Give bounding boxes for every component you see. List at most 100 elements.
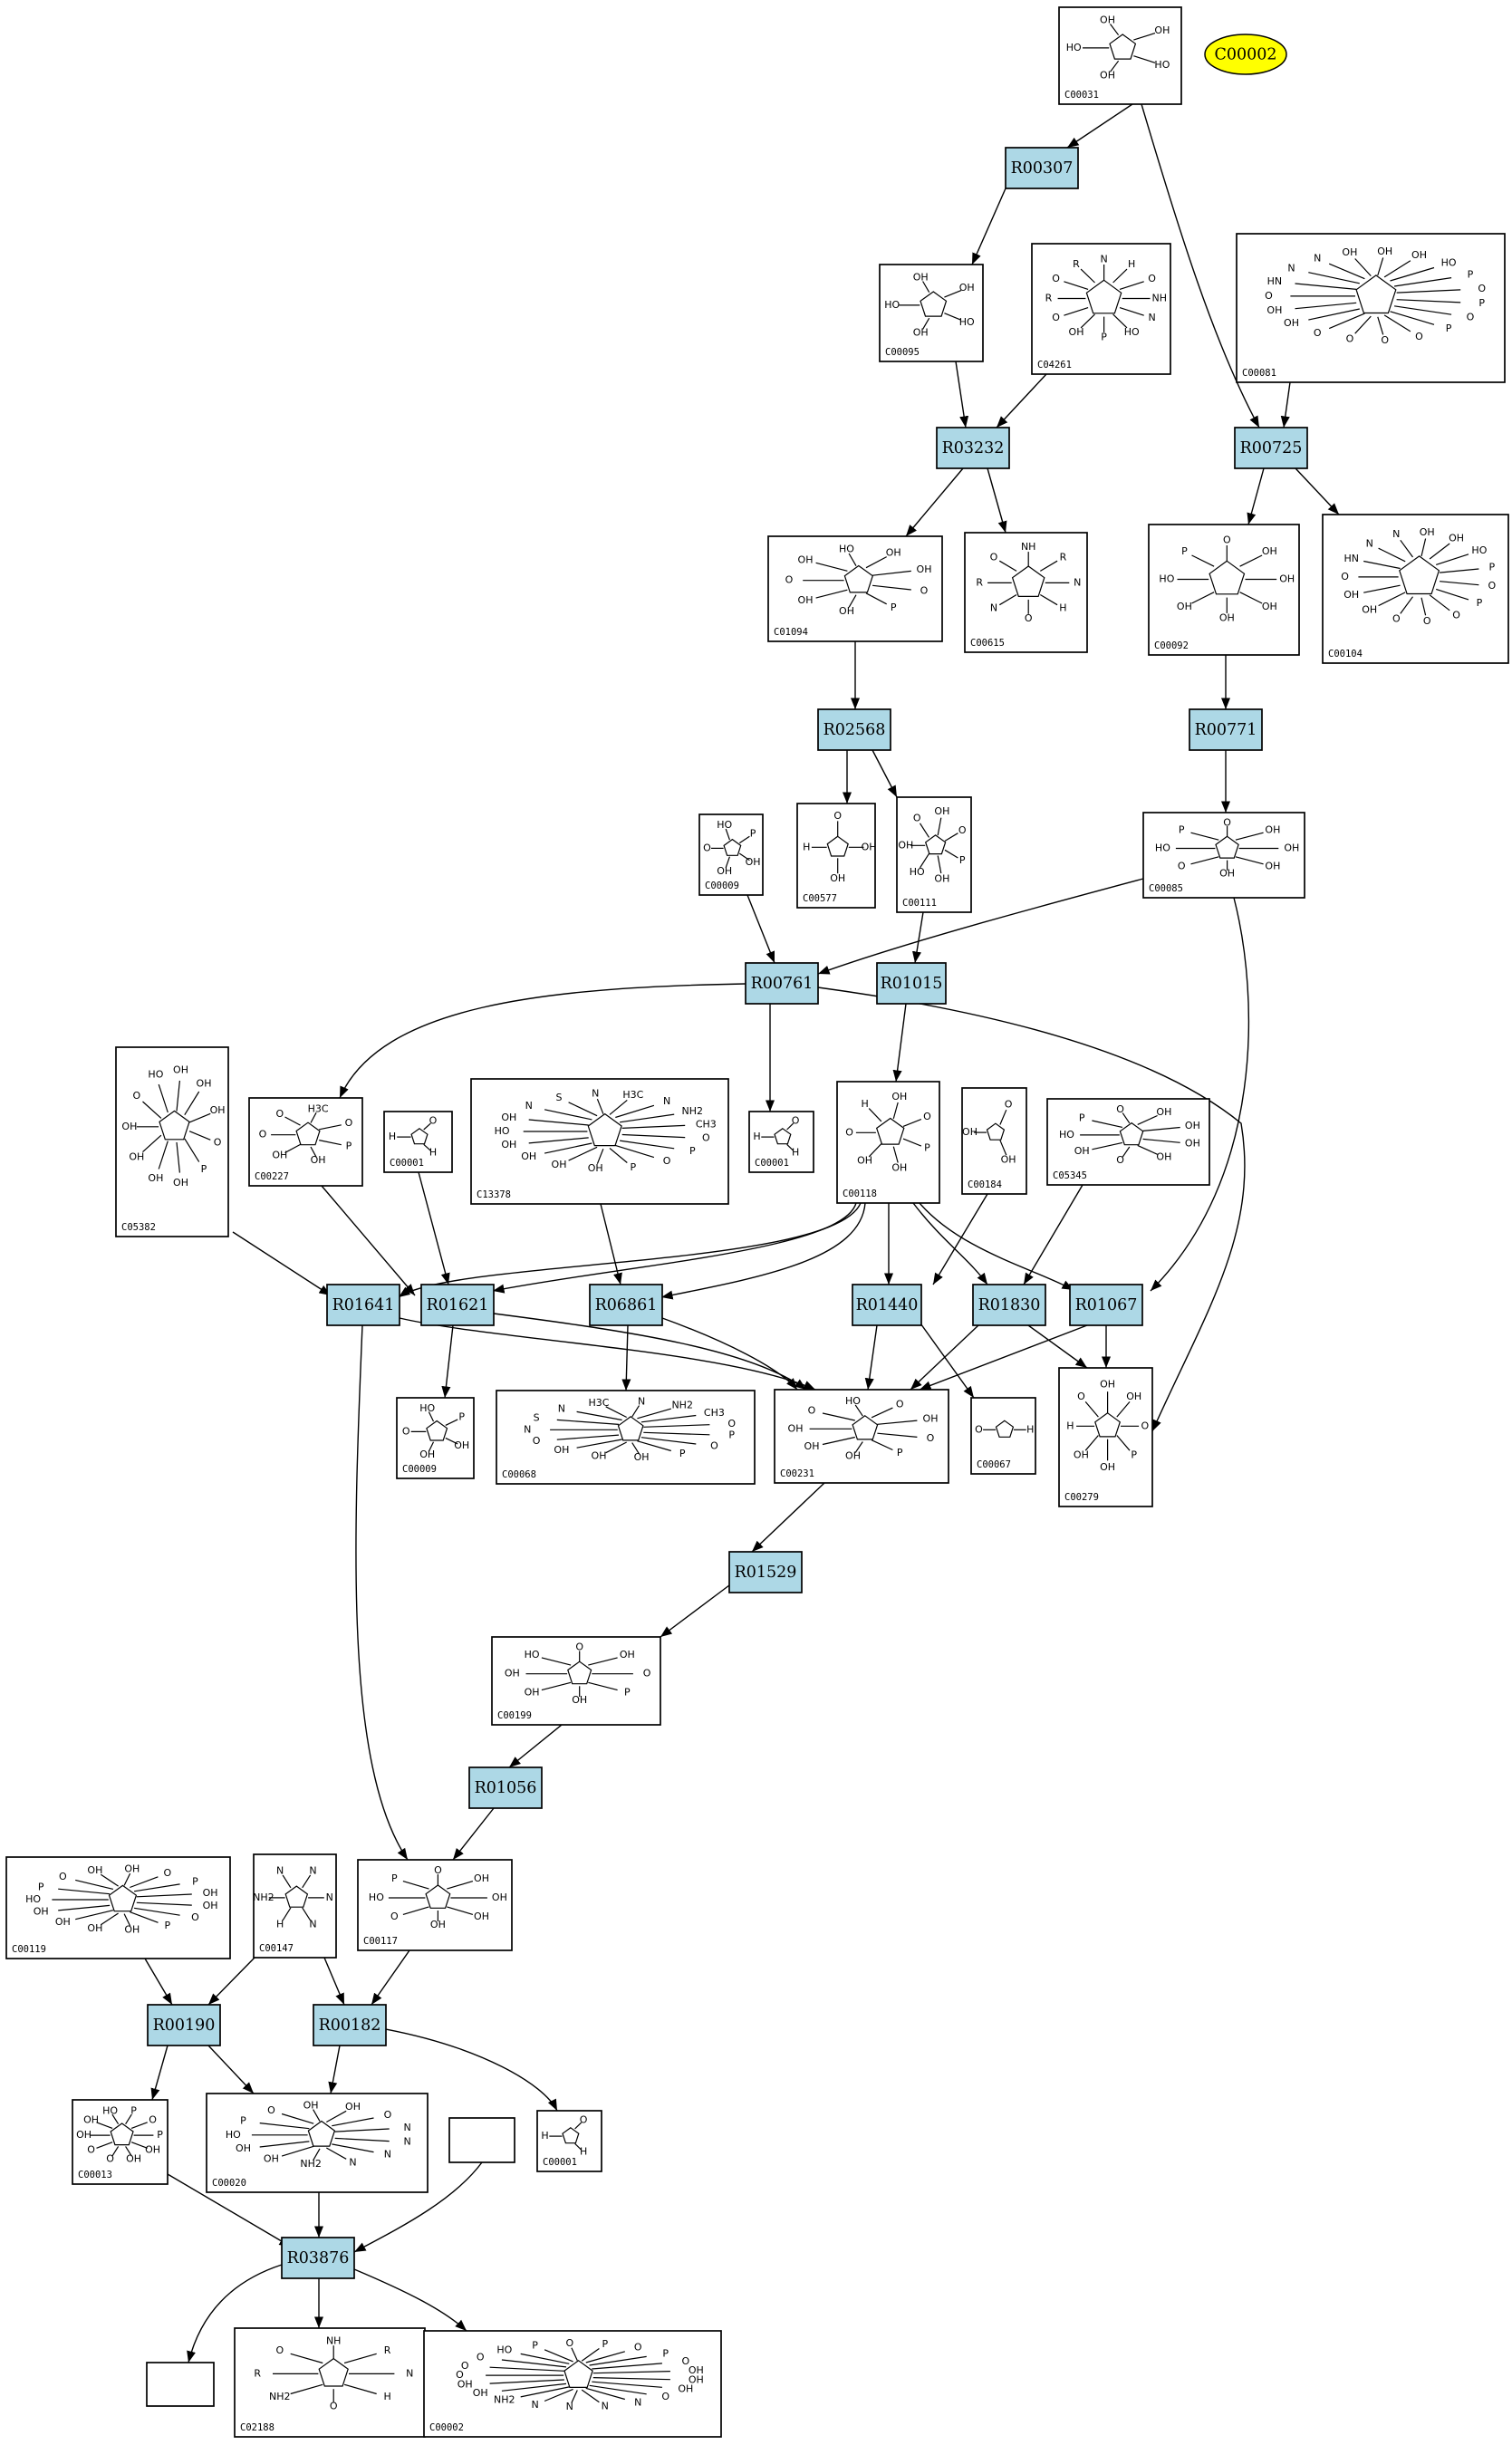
bond: [868, 1108, 882, 1122]
reaction-box[interactable]: [972, 1284, 1046, 1326]
reaction-box[interactable]: [745, 962, 819, 1005]
atom-label: O: [727, 1418, 736, 1429]
atom-label: O: [1005, 1099, 1013, 1111]
atom-label: OH: [798, 553, 814, 565]
bond: [854, 1404, 863, 1417]
atom-label: HO: [845, 1395, 861, 1407]
bond: [188, 1112, 211, 1123]
reaction-box[interactable]: [468, 1766, 543, 1809]
reaction-box[interactable]: [817, 708, 891, 751]
atom-label: OH: [1265, 824, 1280, 836]
highlight-compound-ellipse[interactable]: C00002: [1204, 34, 1287, 75]
edge-16: [1150, 897, 1250, 1292]
atom-label: OH: [1377, 245, 1392, 257]
reaction-box[interactable]: [281, 2237, 355, 2279]
reaction-box[interactable]: [420, 1284, 495, 1326]
reaction-box[interactable]: [589, 1284, 663, 1326]
reaction-box[interactable]: [1189, 708, 1263, 751]
reaction-label: R06861: [595, 1296, 658, 1314]
compound-id-label: C00002: [429, 2422, 464, 2433]
edge-12: [872, 749, 898, 798]
edge-18: [912, 911, 924, 964]
reaction-box[interactable]: [852, 1284, 922, 1326]
reaction-r02568[interactable]: R02568: [817, 708, 891, 751]
reaction-r00771[interactable]: R00771: [1189, 708, 1263, 751]
reaction-box[interactable]: [876, 962, 947, 1005]
atom-label: O: [661, 2391, 669, 2402]
reaction-r01529[interactable]: R01529: [728, 1551, 803, 1593]
reaction-box[interactable]: [936, 427, 1010, 469]
reaction-box[interactable]: [326, 1284, 400, 1326]
reaction-r03232[interactable]: R03232: [936, 427, 1010, 469]
bond: [176, 1141, 180, 1173]
reaction-r01830[interactable]: R01830: [972, 1284, 1046, 1326]
reaction-r00182[interactable]: R00182: [313, 2004, 387, 2046]
reaction-r06861[interactable]: R06861: [589, 1284, 663, 1326]
reaction-box[interactable]: [147, 2004, 221, 2046]
reaction-box[interactable]: [728, 1551, 803, 1593]
reaction-r00307[interactable]: R00307: [1005, 147, 1079, 189]
compound-blank2[interactable]: [146, 2362, 215, 2407]
atom-label: NH2: [300, 2158, 322, 2170]
reaction-r01056[interactable]: R01056: [468, 1766, 543, 1809]
reaction-r00190[interactable]: R00190: [147, 2004, 221, 2046]
reaction-r01641[interactable]: R01641: [326, 1284, 400, 1326]
atom-label: OH: [121, 1121, 137, 1132]
reaction-box[interactable]: [1069, 1284, 1143, 1326]
reaction-r03876[interactable]: R03876: [281, 2237, 355, 2279]
reaction-r01067[interactable]: R01067: [1069, 1284, 1143, 1326]
bond: [944, 290, 962, 298]
reaction-r00761[interactable]: R00761: [745, 962, 819, 1005]
atom-label: H3C: [622, 1089, 643, 1101]
reaction-r01440[interactable]: R01440: [852, 1284, 922, 1326]
atom-label: OH: [923, 1413, 939, 1425]
reaction-r00725[interactable]: R00725: [1234, 427, 1308, 469]
bond: [1436, 588, 1469, 601]
reaction-box[interactable]: [313, 2004, 387, 2046]
edge-41: [918, 1320, 975, 1399]
reaction-r01015[interactable]: R01015: [876, 962, 947, 1005]
reaction-box[interactable]: [1234, 427, 1308, 469]
atom-label: O: [533, 1435, 541, 1447]
compound-blank1[interactable]: [448, 2117, 515, 2163]
bond: [615, 1104, 655, 1119]
reaction-r01621[interactable]: R01621: [420, 1284, 495, 1326]
reaction-box[interactable]: [1005, 147, 1079, 189]
atom-label: O: [275, 2344, 284, 2356]
